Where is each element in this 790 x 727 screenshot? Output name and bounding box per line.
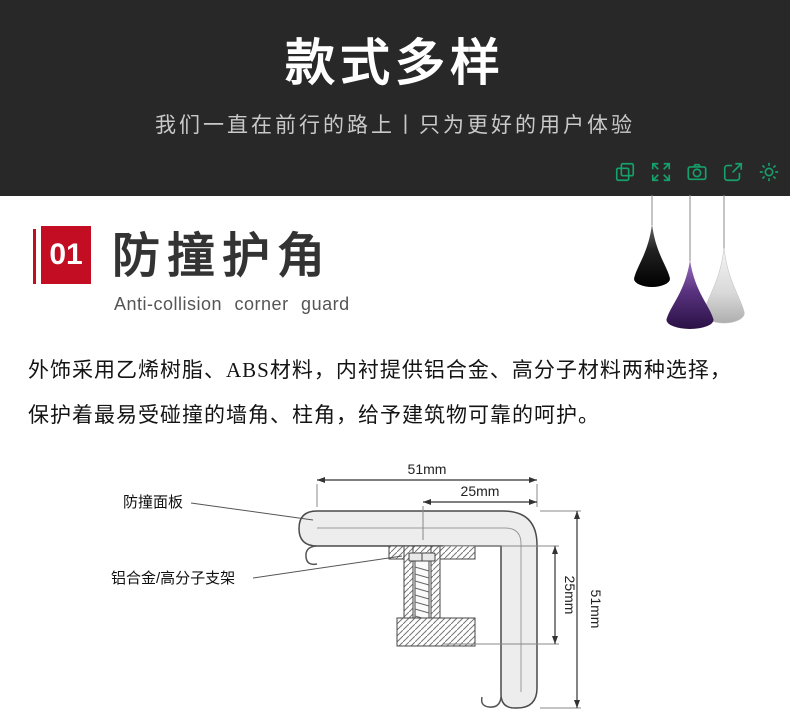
dim-top-inner-label: 25mm bbox=[461, 483, 500, 499]
section-subtitle: Anti-collision corner guard bbox=[114, 294, 350, 314]
gray-lamp bbox=[703, 247, 745, 324]
fullscreen-icon[interactable] bbox=[650, 161, 672, 183]
header-banner: 款式多样 我们一直在前行的路上丨只为更好的用户体验 bbox=[0, 0, 790, 196]
export-share-icon[interactable] bbox=[722, 161, 744, 183]
banner-title: 款式多样 bbox=[285, 35, 505, 91]
section-title: 防撞护角 bbox=[112, 230, 333, 283]
banner-subtitle: 我们一直在前行的路上丨只为更好的用户体验 bbox=[155, 114, 635, 137]
description-paragraph: 外饰采用乙烯树脂、ABS材料，内衬提供铝合金、高分子材料两种选择， 保护着最易受… bbox=[28, 348, 773, 438]
corner-guard-diagram: 51mm 25mm 25mm 51mm 防撞面板 铝合金/高分子支架 bbox=[103, 450, 633, 727]
purple-lamp bbox=[666, 260, 714, 329]
panel-label: 防撞面板 bbox=[123, 493, 183, 511]
screw bbox=[408, 552, 436, 622]
settings-gear-icon[interactable] bbox=[758, 161, 780, 183]
description-line-2: 保护着最易受碰撞的墙角、柱角，给予建筑物可靠的呵护。 bbox=[28, 403, 600, 427]
accent-bar bbox=[33, 229, 36, 284]
black-lamp bbox=[634, 224, 670, 287]
viewer-toolbar bbox=[614, 161, 780, 183]
bracket-label: 铝合金/高分子支架 bbox=[111, 570, 235, 587]
section-number-badge: 01 bbox=[41, 226, 91, 284]
description-line-1: 外饰采用乙烯树脂、ABS材料，内衬提供铝合金、高分子材料两种选择， bbox=[28, 358, 732, 382]
screenshot-camera-icon[interactable] bbox=[686, 161, 708, 183]
anchor-block bbox=[396, 617, 476, 647]
guard-shell bbox=[298, 510, 538, 709]
dim-top-outer bbox=[316, 484, 538, 507]
dim-right-outer-label: 51mm bbox=[588, 590, 604, 629]
picture-in-picture-icon[interactable] bbox=[614, 161, 636, 183]
pendant-lamps-image bbox=[600, 195, 790, 345]
dim-top-outer-label: 51mm bbox=[408, 461, 447, 477]
dim-right-inner-label: 25mm bbox=[562, 576, 578, 615]
